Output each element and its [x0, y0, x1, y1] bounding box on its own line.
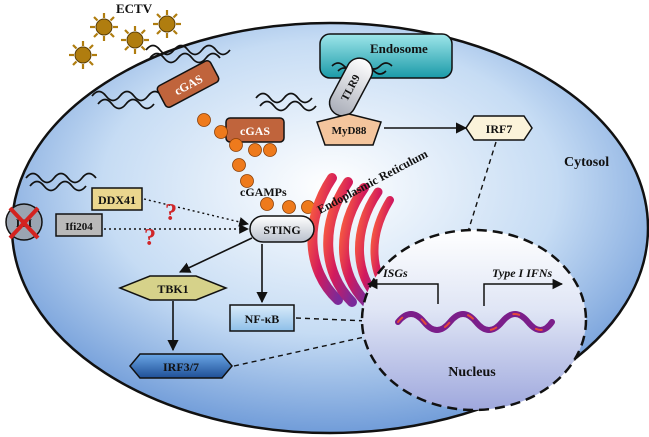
virus-icon [121, 26, 149, 54]
virus-icon [90, 13, 118, 41]
cytosol-label: Cytosol [564, 155, 609, 170]
isgs-transcription-arrow [366, 278, 439, 304]
blocked-ifi-sensor: IFI [5, 203, 43, 241]
irf7-label: IRF7 [486, 122, 513, 136]
tlr9-receptor [328, 57, 374, 117]
myd88-label: MyD88 [332, 125, 367, 137]
ddx41-sensor [91, 187, 143, 211]
endoplasmic-reticulum [307, 173, 396, 307]
block-x-icon [8, 206, 40, 240]
ddx41-label: DDX41 [98, 193, 136, 207]
dna-strand-icon [259, 100, 317, 112]
question-mark-1: ? [165, 200, 177, 226]
dna-strand-icon [97, 98, 155, 110]
cgas-label-2: cGAS [240, 124, 270, 138]
sting-label: STING [263, 223, 300, 237]
irf37-factor [129, 353, 233, 379]
irf37-label: IRF3/7 [163, 360, 199, 374]
cgamps-label: cGAMPs [240, 185, 287, 199]
cytosolic-dna-group [25, 44, 317, 192]
gene-dna-highlight [397, 313, 553, 331]
dna-strand-icon [29, 180, 87, 192]
ifi204-sensor [55, 213, 103, 237]
dna-strand-icon [149, 52, 221, 64]
nfkb-label: NF-κB [245, 312, 280, 326]
myd88-adaptor [316, 113, 382, 146]
sting-adaptor [249, 215, 315, 243]
nfkb-factor [229, 304, 295, 332]
dna-strand-icon [91, 90, 163, 102]
dna-strand-icon [25, 172, 97, 184]
ectv-virus-group: ECTV [69, 1, 181, 69]
type1-ifns-label: Type I IFNs [492, 266, 553, 280]
type1-ifn-transcription-arrow [483, 278, 564, 306]
cgas-enzyme-1 [156, 59, 220, 109]
nucleus-label: Nucleus [448, 365, 496, 380]
virus-icon [153, 10, 181, 38]
tbk1-label: TBK1 [157, 282, 188, 296]
isgs-label: ISGs [382, 266, 408, 280]
endosome-label: Endosome [370, 41, 428, 56]
tbk1-kinase [117, 275, 229, 301]
ectv-label: ECTV [116, 1, 153, 16]
dna-strand-icon [255, 92, 313, 104]
ifi204-label: Ifi204 [65, 221, 93, 233]
cgamp-molecules [197, 113, 315, 214]
question-mark-2: ? [144, 225, 156, 251]
dna-strand-icon [145, 44, 231, 56]
virus-icon [69, 41, 97, 69]
sting-to-tbk1-arrow [178, 237, 253, 273]
irf7-factor [465, 115, 533, 141]
nfkb-to-nucleus-arrow [295, 316, 393, 327]
